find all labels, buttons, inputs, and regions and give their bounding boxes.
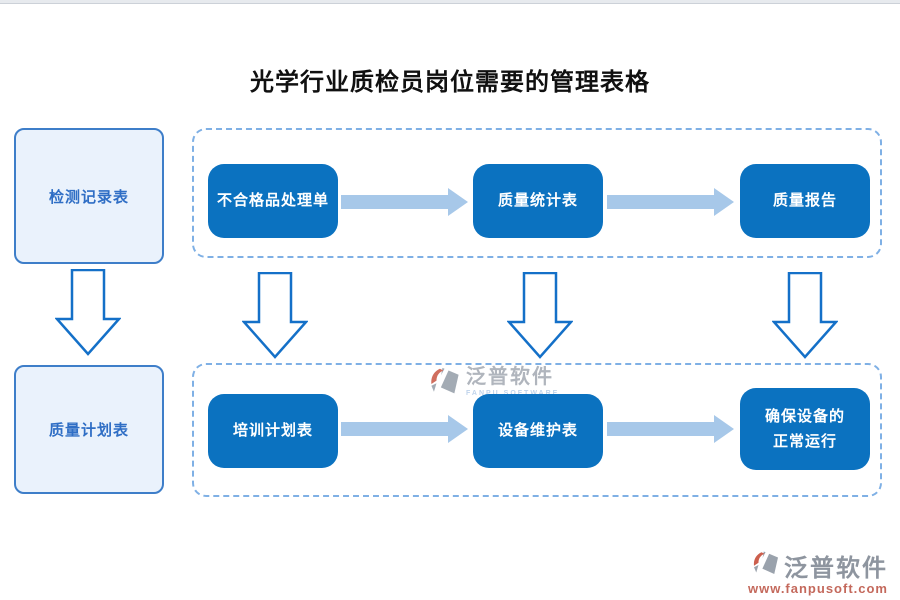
- flow-node-label: 培训计划表: [232, 422, 313, 440]
- right-arrow-icon: [341, 180, 468, 224]
- flow-node-label: 设备维护表: [497, 422, 578, 440]
- down-arrow-icon: [507, 272, 573, 360]
- watermark-center: 泛普软件 FANPU SOFTWARE: [428, 366, 559, 402]
- side-box-label: 质量计划表: [48, 422, 129, 439]
- flow-node-equipment-maintenance: 设备维护表: [473, 394, 603, 468]
- flow-group-bottom: [192, 363, 882, 497]
- flow-node-label-line2: 正常运行: [772, 433, 837, 450]
- flow-group-top: [192, 128, 882, 258]
- page-title: 光学行业质检员岗位需要的管理表格: [250, 69, 650, 96]
- right-arrow-icon: [341, 407, 468, 451]
- side-box-quality-plan: 质量计划表: [14, 365, 164, 494]
- down-arrow-icon: [242, 272, 308, 360]
- flow-node-quality-statistics: 质量统计表: [473, 164, 603, 238]
- flow-node-label-line1: 确保设备的: [764, 407, 845, 425]
- fanpu-logo-icon: [751, 549, 781, 582]
- flow-node-nonconforming-form: 不合格品处理单: [208, 164, 338, 238]
- fanpu-logo-icon: [428, 366, 462, 402]
- right-arrow-icon: [607, 180, 734, 224]
- flow-node-label: 质量报告: [772, 192, 837, 210]
- flow-node-training-plan: 培训计划表: [208, 394, 338, 468]
- footer-brand-text: 泛普软件: [784, 555, 888, 582]
- flow-node-ensure-equipment: 确保设备的 正常运行: [740, 388, 870, 470]
- watermark-brand-text: 泛普软件: [466, 366, 554, 388]
- flow-node-label: 不合格品处理单: [216, 192, 329, 210]
- top-accent-bar: [0, 0, 900, 4]
- side-box-label: 检测记录表: [48, 188, 129, 206]
- watermark-brand-subtext: FANPU SOFTWARE: [466, 390, 557, 397]
- flow-node-label: 质量统计表: [497, 192, 578, 210]
- flow-node-quality-report: 质量报告: [740, 164, 870, 238]
- right-arrow-icon: [607, 407, 734, 451]
- side-box-detection-record: 检测记录表: [14, 128, 164, 264]
- down-arrow-icon: [55, 269, 121, 357]
- watermark-footer: 泛普软件 www.fanpusoft.com: [748, 548, 888, 596]
- footer-url-text: www.fanpusoft.com: [747, 581, 888, 596]
- down-arrow-icon: [772, 272, 838, 360]
